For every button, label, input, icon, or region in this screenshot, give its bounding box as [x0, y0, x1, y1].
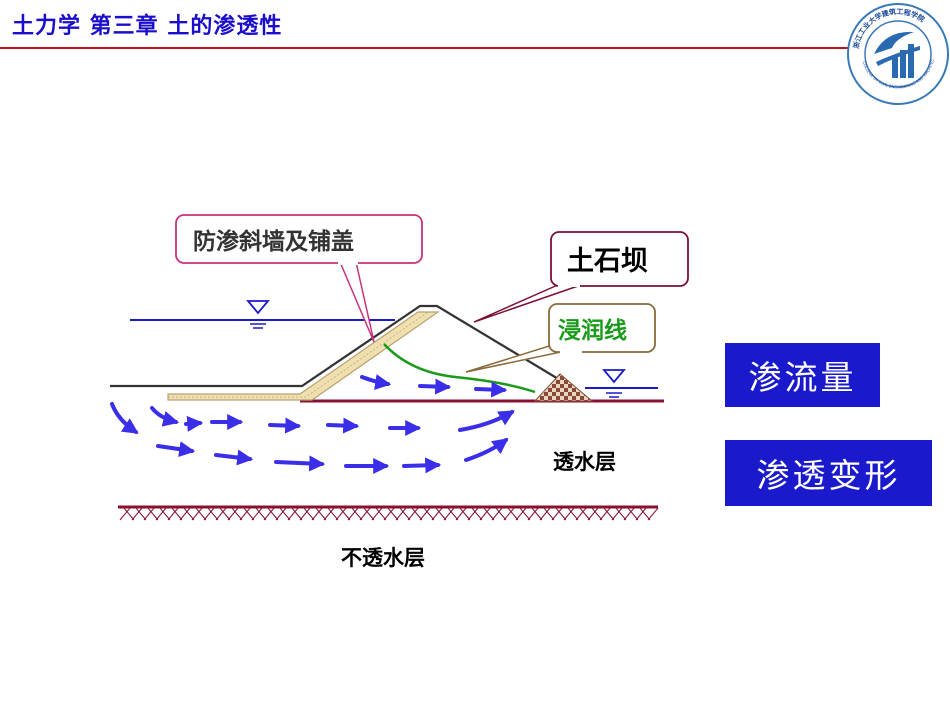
dam-callout-pointer — [473, 283, 579, 323]
seepage-flow-box[interactable]: 渗流量 — [725, 343, 880, 407]
toe-drain — [533, 373, 594, 402]
phreatic-callout-box — [548, 303, 656, 353]
phreatic-line — [383, 343, 536, 394]
core-wall-callout-pointer — [339, 261, 375, 343]
downstream-water-symbol — [602, 369, 626, 398]
permeable-layer-label: 透水层 — [553, 449, 616, 474]
impermeable-layer-label: 不透水层 — [341, 545, 425, 570]
slide-title: 土力学 第三章 土的渗透性 — [12, 14, 283, 39]
core-wall-and-blanket — [167, 311, 440, 401]
phreatic-callout-text: 浸润线 — [558, 317, 627, 344]
core-wall-callout-box — [175, 214, 423, 264]
seepage-deformation-box[interactable]: 渗透变形 — [725, 440, 932, 506]
dam-callout-text: 土石坝 — [567, 246, 648, 277]
impermeable-hatching — [119, 507, 659, 521]
title-divider — [0, 47, 848, 49]
upstream-water-symbol — [246, 300, 270, 329]
seepage-flow-arrows — [110, 374, 515, 474]
dam-callout-box — [550, 231, 689, 287]
core-wall-callout-text: 防渗斜墙及铺盖 — [193, 228, 354, 255]
earth-dam-outline — [110, 304, 561, 388]
university-emblem-icon: 浙江工业大学建筑工程学院 COLLEGE OF CIVIL ENGINEERIN… — [846, 2, 949, 105]
